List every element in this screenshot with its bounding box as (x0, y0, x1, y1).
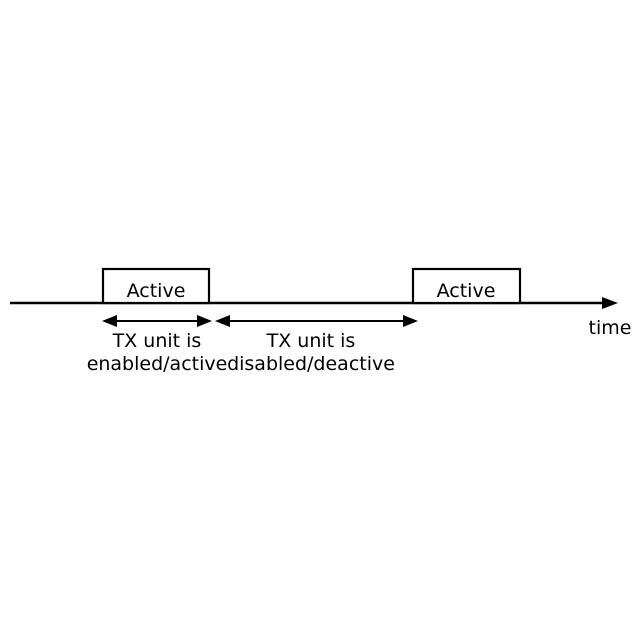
interval-enabled-arrowhead-right-icon (197, 315, 212, 327)
active-pulse-label-2: Active (437, 280, 496, 302)
time-axis-arrowhead-icon (602, 297, 618, 309)
active-pulse-label-1: Active (127, 280, 186, 302)
interval-disabled-group: TX unit is disabled/deactive (215, 315, 418, 375)
interval-disabled-caption-line-2: disabled/deactive (227, 353, 395, 375)
time-axis-label: time (589, 317, 632, 339)
interval-disabled-arrowhead-left-icon (215, 315, 230, 327)
pulse-2-group: Active (411, 267, 522, 305)
pulse-1-group: Active (101, 267, 211, 305)
interval-enabled-arrowhead-left-icon (102, 315, 117, 327)
interval-enabled-caption-line-1: TX unit is (112, 330, 202, 352)
interval-enabled-caption-line-2: enabled/active (87, 353, 228, 375)
interval-disabled-arrowhead-right-icon (403, 315, 418, 327)
interval-disabled-caption-line-1: TX unit is (266, 330, 356, 352)
active-pulse-box-1 (101, 267, 211, 305)
active-pulse-box-2 (411, 267, 522, 305)
interval-enabled-group: TX unit is enabled/active (87, 315, 228, 375)
